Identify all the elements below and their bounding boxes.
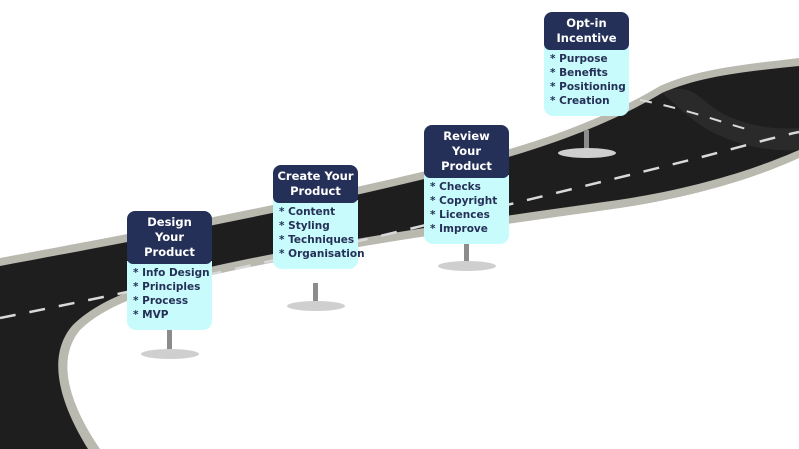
sign-title-line: Incentive (556, 31, 617, 45)
sign-post (167, 329, 172, 353)
sign-title: Design Your Product (127, 211, 212, 264)
sign-item: * Styling (279, 220, 330, 232)
sign-title-line: Review (443, 129, 490, 143)
sign-item-list: * Content * Styling * Techniques * Organ… (273, 200, 365, 269)
signpost-design-your-product: Design Your Product * Info Design * Prin… (127, 211, 212, 359)
sign-item: * Info Design (133, 267, 210, 279)
sign-item: * Improve (430, 223, 488, 235)
sign-title-line: Product (290, 184, 341, 198)
sign-item: * Techniques (279, 234, 355, 246)
sign-item: * Creation (550, 95, 610, 107)
sign-item-list: * Purpose * Benefits * Positioning * Cre… (544, 47, 629, 116)
sign-item: * Content (279, 206, 336, 218)
sign-shadow (141, 349, 199, 359)
sign-item: * Checks (430, 181, 481, 193)
sign-title-line: Your (451, 144, 482, 158)
sign-post (584, 130, 589, 152)
sign-title-line: Product (144, 245, 195, 259)
sign-post (313, 283, 318, 305)
sign-item: * Copyright (430, 195, 498, 207)
sign-item: * Organisation (279, 248, 365, 260)
signpost-review-your-product: Review Your Product * Checks * Copyright… (424, 125, 509, 271)
sign-title-line: Design Your (147, 215, 192, 244)
sign-post (464, 243, 469, 265)
sign-item: * MVP (133, 309, 169, 321)
sign-item: * Principles (133, 281, 201, 293)
sign-shadow (287, 301, 345, 311)
signpost-opt-in-incentive: Opt-in Incentive * Purpose * Benefits * … (544, 12, 629, 158)
sign-title-line: Opt-in (566, 16, 607, 30)
sign-title: Opt-in Incentive (544, 12, 629, 50)
sign-title-line: Create Your (277, 169, 354, 183)
sign-item: * Positioning (550, 81, 626, 93)
road (0, 58, 799, 449)
sign-item: * Process (133, 295, 189, 307)
sign-shadow (558, 148, 616, 158)
sign-item: * Benefits (550, 67, 608, 79)
signpost-create-your-product: Create Your Product * Content * Styling … (273, 165, 365, 311)
sign-item-list: * Checks * Copyright * Licences * Improv… (424, 175, 509, 244)
sign-shadow (438, 261, 496, 271)
sign-title: Review Your Product (424, 125, 509, 178)
sign-title-line: Product (441, 159, 492, 173)
sign-item: * Purpose (550, 53, 608, 65)
sign-item-list: * Info Design * Principles * Process * M… (127, 261, 212, 330)
sign-title: Create Your Product (273, 165, 358, 203)
sign-item: * Licences (430, 209, 490, 221)
